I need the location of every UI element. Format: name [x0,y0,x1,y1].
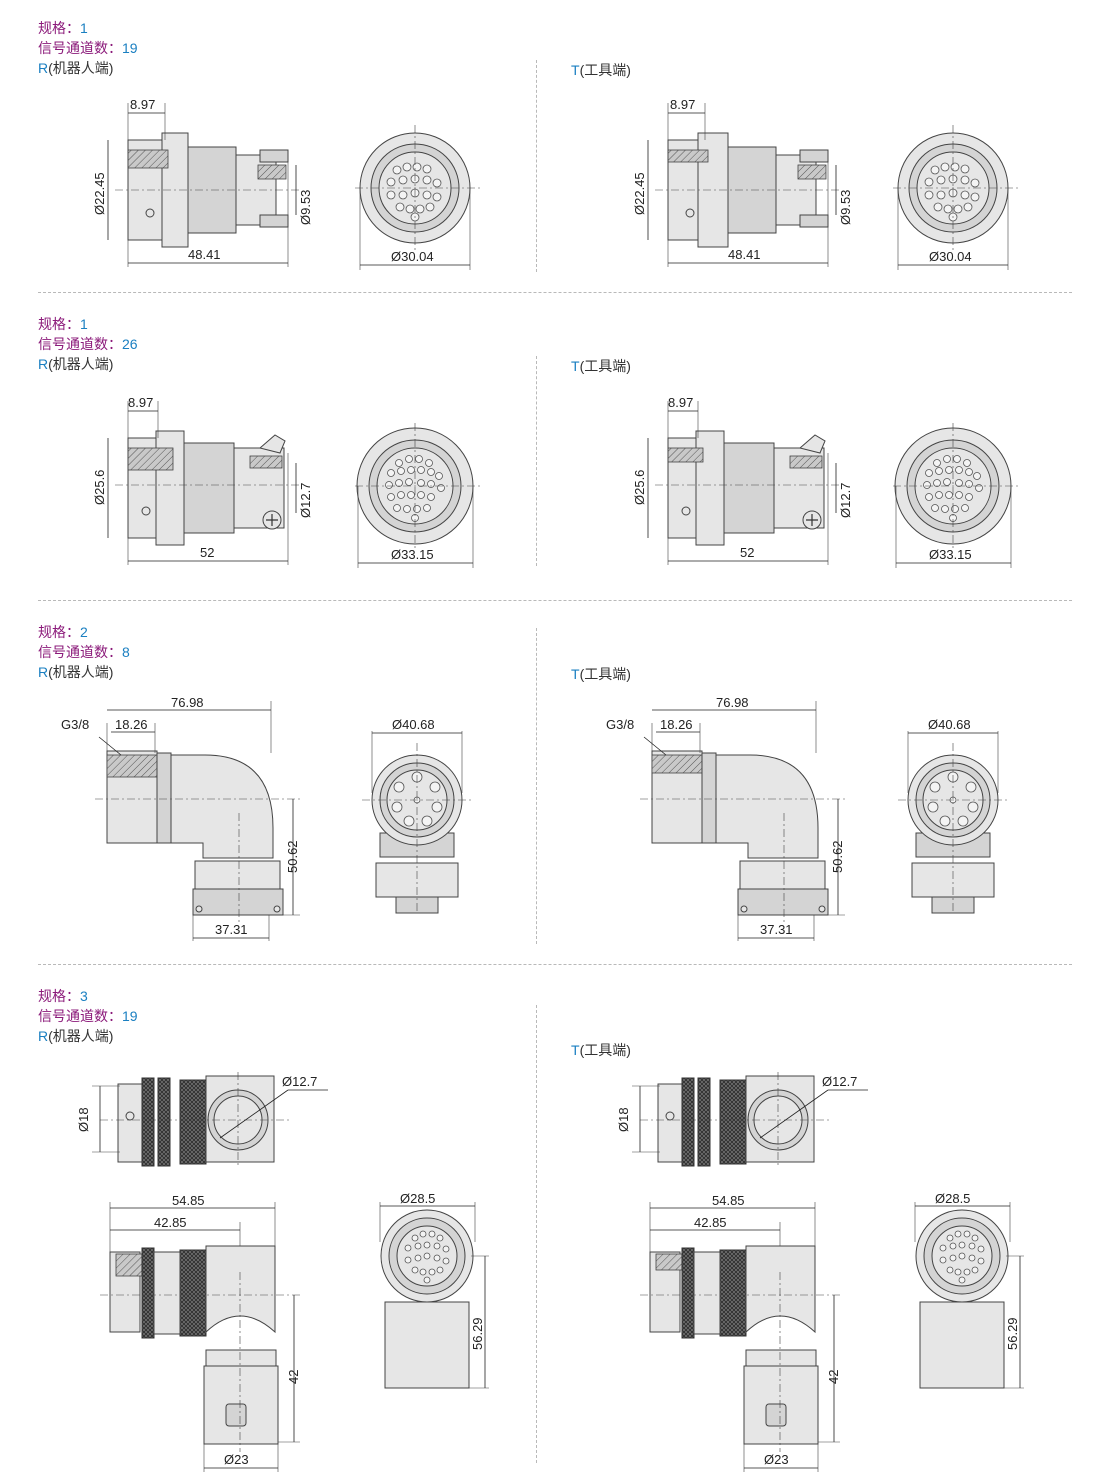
svg-text:8.97: 8.97 [668,395,693,410]
svg-text:48.41: 48.41 [728,247,761,262]
svg-text:Ø25.6: Ø25.6 [632,470,647,505]
elbow-drawing-r3: 76.98 18.26 G3/8 50.62 37.31 [61,695,300,941]
svg-text:18.26: 18.26 [660,717,693,732]
svg-text:56.29: 56.29 [470,1317,485,1350]
side-view-drawing-r1: 8.97 Ø22.45 Ø9.53 48.41 [92,97,313,267]
face-view-drawing-r4: Ø28.5 [379,1191,489,1389]
tool-side-label: T(工具端) [571,62,631,78]
tool-side-label: T(工具端) [571,666,631,682]
section-header: 规格：2 信号通道数：8 R(机器人端) [38,624,130,680]
top-view-drawing-r4: Ø18 Ø12.7 [76,1072,328,1168]
svg-text:52: 52 [740,545,754,560]
svg-text:18.26: 18.26 [115,717,148,732]
svg-text:Ø33.15: Ø33.15 [391,547,434,562]
section-spec3-19: 规格：3 信号通道数：19 R(机器人端) T(工具端) [0,964,1110,1473]
vertical-separator [536,1005,537,1463]
svg-text:Ø40.68: Ø40.68 [928,717,971,732]
side-view-drawing-r4: 54.85 42.85 42 Ø23 [100,1193,301,1472]
section-header: 规格：3 信号通道数：19 R(机器人端) [38,988,138,1044]
face-view-drawing-r1: Ø30.04 [355,125,480,270]
section-spec1-26: 规格：1 信号通道数：26 R(机器人端) T(工具端) [0,292,1110,600]
svg-text:8.97: 8.97 [128,395,153,410]
face-height-dim-t4: 56.29 [1005,1256,1021,1388]
section-header: 规格：1 信号通道数：19 R(机器人端) [38,20,138,76]
svg-text:Ø28.5: Ø28.5 [400,1191,435,1206]
svg-text:Ø12.7: Ø12.7 [298,483,313,518]
svg-text:50.62: 50.62 [285,840,300,873]
svg-text:52: 52 [200,545,214,560]
svg-text:Ø28.5: Ø28.5 [935,1191,970,1206]
elbow-face-drawing-r3: Ø40.68 [362,717,472,914]
svg-text:Ø33.15: Ø33.15 [929,547,972,562]
dim-top: 8.97 [130,97,155,112]
dim-dia-right: Ø9.53 [298,190,313,225]
svg-text:Ø30.04: Ø30.04 [929,249,972,264]
svg-text:42: 42 [826,1370,841,1384]
horizontal-separator [38,600,1072,601]
svg-text:Ø23: Ø23 [764,1452,789,1467]
svg-text:37.31: 37.31 [215,922,248,937]
svg-text:37.31: 37.31 [760,922,793,937]
face-view-drawing-t4: Ø28.5 [914,1191,1024,1389]
top-view-drawing-t4: Ø18 Ø12.7 [616,1072,868,1168]
vertical-separator [536,356,537,566]
section-spec1-19: 规格：1 信号通道数：19 R(机器人端) T(工具端) [0,0,1110,292]
vertical-separator [536,628,537,944]
tool-side-label: T(工具端) [571,358,631,374]
elbow-face-drawing-t3: Ø40.68 [898,717,1008,914]
svg-text:Ø40.68: Ø40.68 [392,717,435,732]
dim-face: Ø30.04 [391,249,434,264]
svg-text:Ø12.7: Ø12.7 [838,483,853,518]
section-spec2-8: 规格：2 信号通道数：8 R(机器人端) T(工具端) [0,600,1110,964]
svg-text:56.29: 56.29 [1005,1317,1020,1350]
dim-length: 48.41 [188,247,221,262]
svg-text:Ø18: Ø18 [616,1107,631,1132]
section-header: 规格：1 信号通道数：26 R(机器人端) [38,316,138,372]
svg-text:42.85: 42.85 [694,1215,727,1230]
svg-text:Ø23: Ø23 [224,1452,249,1467]
svg-text:76.98: 76.98 [171,695,204,710]
svg-text:42: 42 [286,1370,301,1384]
side-view-drawing-r2: 8.97 Ø25.6 Ø12.7 52 [92,395,313,565]
tool-side-label: T(工具端) [571,1042,631,1058]
face-view-drawing-t2: Ø33.15 [893,423,1018,568]
channels-value: 19 [122,40,138,56]
side-view-drawing-t2: 8.97 Ø25.6 Ø12.7 52 [632,395,853,565]
svg-text:Ø18: Ø18 [76,1107,91,1132]
elbow-drawing-t3: 76.98 18.26 G3/8 50.62 37.31 [606,695,845,941]
svg-text:42.85: 42.85 [154,1215,187,1230]
svg-text:Ø12.7: Ø12.7 [282,1074,317,1089]
svg-text:Ø9.53: Ø9.53 [838,190,853,225]
svg-text:Ø22.45: Ø22.45 [632,172,647,215]
face-height-dim-r4: 56.29 [470,1256,486,1388]
svg-text:8.97: 8.97 [670,97,695,112]
side-view-drawing-t1: 8.97 Ø22.45 Ø9.53 48.41 [632,97,853,267]
svg-text:G3/8: G3/8 [61,717,89,732]
face-view-drawing-t1: Ø30.04 [893,125,1018,270]
svg-text:54.85: 54.85 [712,1193,745,1208]
horizontal-separator [38,292,1072,293]
svg-text:Ø25.6: Ø25.6 [92,470,107,505]
svg-text:54.85: 54.85 [172,1193,205,1208]
vertical-separator [536,60,537,272]
svg-text:50.62: 50.62 [830,840,845,873]
horizontal-separator [38,964,1072,965]
dim-dia-side: Ø22.45 [92,172,107,215]
svg-text:Ø12.7: Ø12.7 [822,1074,857,1089]
svg-text:G3/8: G3/8 [606,717,634,732]
face-view-drawing-r2: Ø33.15 [355,423,480,568]
spec-value: 1 [80,20,88,36]
svg-text:76.98: 76.98 [716,695,749,710]
side-view-drawing-t4: 54.85 42.85 42 Ø23 [640,1193,841,1472]
